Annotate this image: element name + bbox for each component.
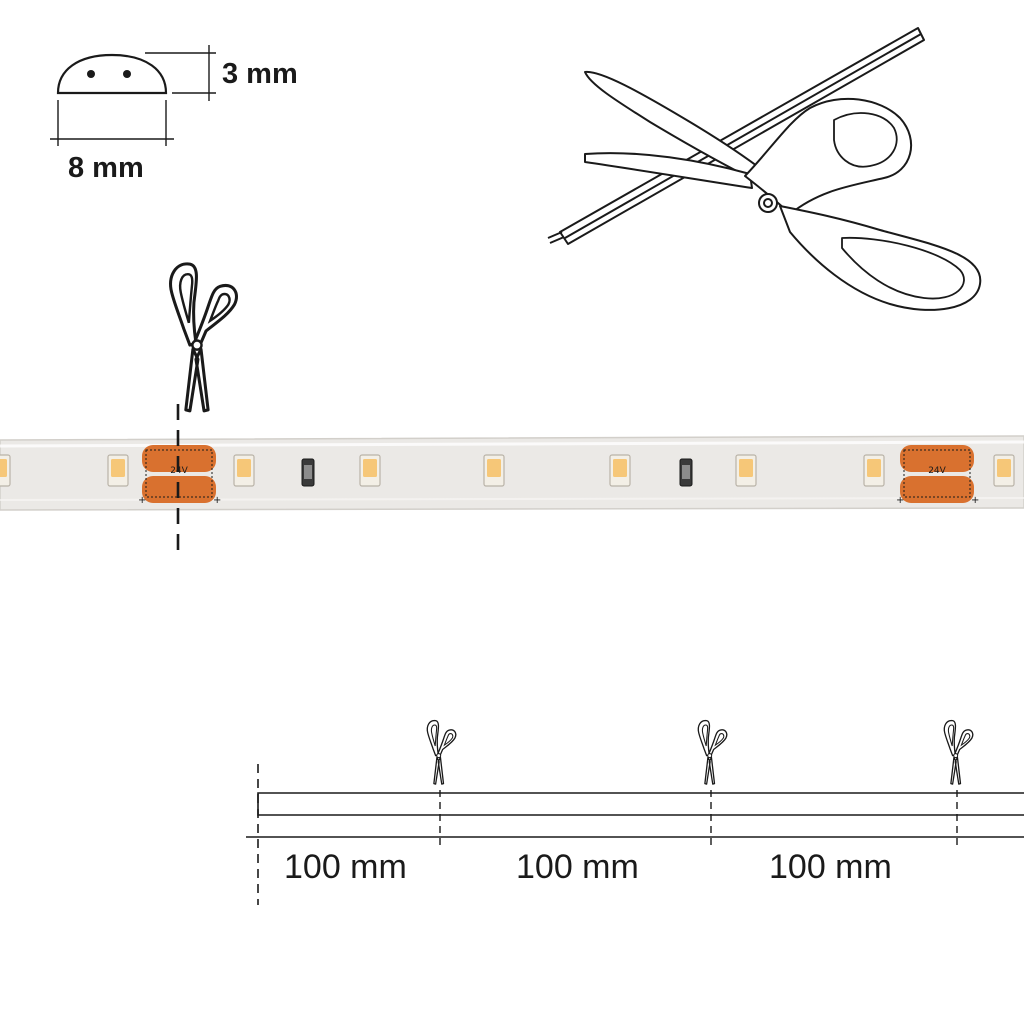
- led-chip-emitter: [487, 459, 501, 477]
- segment-diagram: [246, 719, 1024, 905]
- led-chip-emitter: [111, 459, 125, 477]
- strip-outline: [257, 792, 1024, 816]
- scissors-icon: [943, 719, 974, 785]
- segment-length-label: 100 mm: [769, 848, 892, 886]
- resistor-mark: [304, 465, 312, 479]
- resistor-mark: [682, 465, 690, 479]
- polarity-label: +: [213, 495, 221, 506]
- led-chip-emitter: [363, 459, 377, 477]
- scissors-icon: [426, 719, 457, 785]
- pad-voltage-label: 24V: [170, 466, 188, 476]
- segment-length-label: 100 mm: [516, 848, 639, 886]
- led-chip-emitter: [237, 459, 251, 477]
- led-chip-emitter: [613, 459, 627, 477]
- segment-length-label: 100 mm: [284, 848, 407, 886]
- copper-pad: [900, 445, 974, 472]
- led-chip-emitter: [739, 459, 753, 477]
- led-chip-emitter: [867, 459, 881, 477]
- scissors-icon: [168, 262, 239, 413]
- copper-pad: [900, 476, 974, 503]
- profile-wire-dot: [87, 70, 95, 78]
- profile-wire-dot: [123, 70, 131, 78]
- scissors-large-icon: [547, 27, 982, 311]
- width-label: 8 mm: [68, 152, 144, 184]
- pad-voltage-label: 24V: [928, 466, 946, 476]
- pad-outline: [903, 449, 971, 498]
- profile-outline: [56, 53, 168, 95]
- scissors-icon: [697, 719, 728, 785]
- polarity-label: +: [138, 495, 146, 506]
- polarity-label: +: [971, 495, 979, 506]
- led-chip-emitter: [997, 459, 1011, 477]
- strip-body: [0, 435, 1024, 511]
- height-label: 3 mm: [222, 58, 298, 90]
- profile-cross-section: [50, 45, 216, 146]
- led-strip: 24V + +24V + +: [0, 435, 1024, 511]
- polarity-label: +: [896, 495, 904, 506]
- led-chip-emitter: [0, 459, 7, 477]
